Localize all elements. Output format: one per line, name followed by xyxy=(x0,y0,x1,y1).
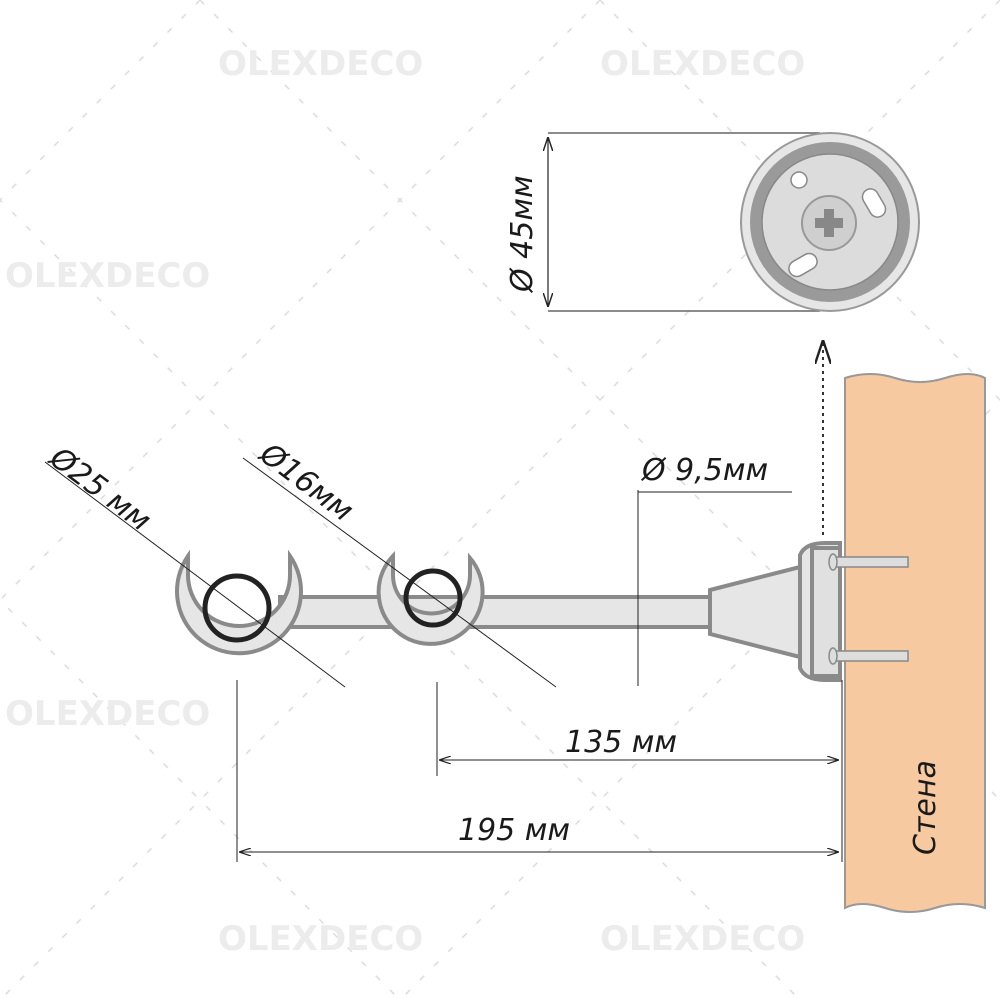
wall-label: Стена xyxy=(908,760,943,855)
bracket xyxy=(175,541,909,682)
rod-16-section xyxy=(403,568,463,628)
wall: Стена xyxy=(844,373,986,913)
watermark-logos: OLEXDECO OLEXDECO OLEXDECO OLEXDECO OLEXDECO… xyxy=(5,44,805,959)
rod-16-label: Ø16мм xyxy=(252,435,360,529)
base-diameter-label: Ø 45мм xyxy=(505,175,540,294)
watermark-text: OLEXDECO xyxy=(600,44,805,84)
bracket-diameter-label: Ø 9,5мм xyxy=(640,453,768,488)
base-top-view: Ø 45мм xyxy=(505,132,920,312)
rod-25-label: Ø25 мм xyxy=(42,439,158,538)
outer-distance-label: 195 мм xyxy=(458,813,570,848)
inner-distance-label: 135 мм xyxy=(565,725,677,760)
watermark-text: OLEXDECO xyxy=(600,919,805,959)
diameter-leaders xyxy=(44,457,792,688)
watermark-text: OLEXDECO xyxy=(218,44,423,84)
length-dimensions xyxy=(236,680,843,862)
watermark-text: OLEXDECO xyxy=(5,694,210,734)
watermark-text: OLEXDECO xyxy=(5,256,210,296)
rod-25-section xyxy=(202,573,272,643)
watermark-text: OLEXDECO xyxy=(218,919,423,959)
